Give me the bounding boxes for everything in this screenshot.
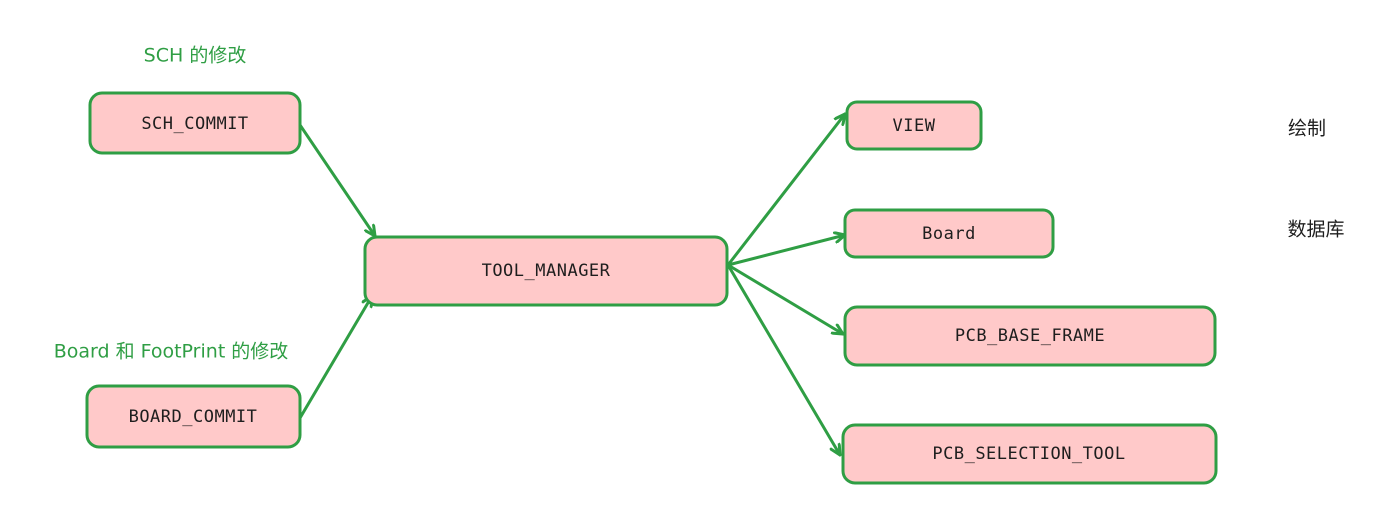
edge-tool-manager-to-pcb-selection-tool — [726, 263, 842, 457]
edge-board-commit-to-tool-manager — [298, 294, 374, 420]
edge-tool-manager-to-board — [726, 235, 847, 267]
edge-tool-manager-to-view — [726, 112, 847, 267]
node-pcb-base-frame[interactable]: PCB_BASE_FRAME — [843, 305, 1217, 367]
annotation-board-database: 数据库 — [1287, 219, 1344, 241]
node-pcb-selection-tool-label: PCB_SELECTION_TOOL — [932, 444, 1125, 464]
node-board-commit[interactable]: BOARD_COMMIT — [85, 384, 302, 449]
node-board[interactable]: Board — [843, 208, 1055, 259]
node-tool-manager-label: TOOL_MANAGER — [482, 261, 611, 281]
annotation-view-drawing: 绘制 — [1288, 118, 1326, 140]
edge-tool-manager-to-pcb-base-frame — [726, 263, 845, 336]
node-pcb-base-frame-label: PCB_BASE_FRAME — [955, 326, 1105, 346]
node-board-label: Board — [922, 224, 976, 244]
annotation-board-footprint-modification: Board 和 FootPrint 的修改 — [54, 341, 289, 363]
node-pcb-selection-tool[interactable]: PCB_SELECTION_TOOL — [841, 423, 1218, 485]
node-view[interactable]: VIEW — [845, 100, 983, 151]
node-tool-manager[interactable]: TOOL_MANAGER — [363, 235, 729, 307]
node-board-commit-label: BOARD_COMMIT — [129, 407, 258, 427]
node-sch-commit-label: SCH_COMMIT — [141, 114, 248, 134]
edge-sch-commit-to-tool-manager — [298, 123, 377, 238]
node-sch-commit[interactable]: SCH_COMMIT — [88, 91, 302, 155]
annotation-sch-modification: SCH 的修改 — [144, 45, 247, 67]
node-view-label: VIEW — [893, 116, 936, 136]
